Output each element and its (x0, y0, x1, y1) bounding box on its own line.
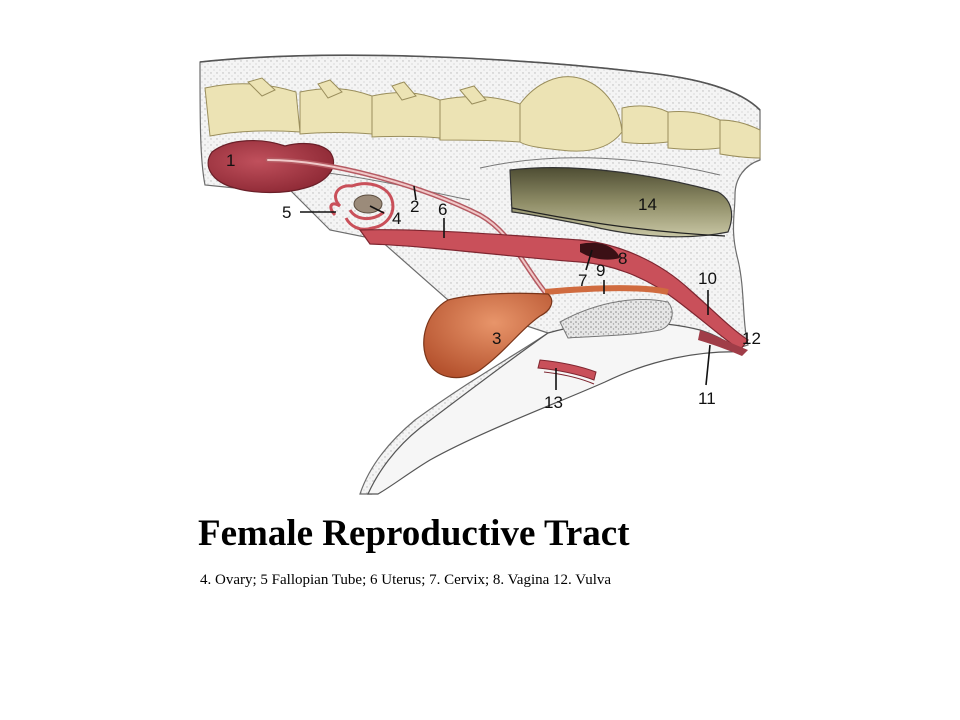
label-12: 12 (742, 329, 761, 348)
label-13: 13 (544, 393, 563, 412)
rectum (509, 167, 733, 238)
label-8: 8 (618, 249, 627, 268)
label-1: 1 (226, 151, 235, 170)
label-6: 6 (438, 200, 447, 219)
urinary-bladder (423, 292, 553, 379)
label-10: 10 (698, 269, 717, 288)
anatomy-diagram: 1 2 3 4 5 6 7 8 9 10 11 12 13 14 (199, 54, 761, 495)
label-5: 5 (282, 203, 291, 222)
label-11: 11 (698, 389, 716, 408)
slide-caption: 4. Ovary; 5 Fallopian Tube; 6 Uterus; 7.… (200, 572, 612, 588)
slide-title: Female Reproductive Tract (198, 513, 630, 554)
kidney (207, 140, 335, 194)
vessel-13 (537, 359, 597, 385)
fallopian-tube (329, 182, 395, 231)
label-3: 3 (492, 329, 501, 348)
urethra (544, 285, 669, 295)
label-group: 1 2 3 4 5 6 7 8 9 10 11 12 13 14 (226, 151, 761, 412)
vertebral-column (204, 76, 761, 159)
label-4: 4 (392, 209, 401, 228)
label-14: 14 (638, 195, 657, 214)
label-2: 2 (410, 197, 419, 216)
leader-lines (300, 185, 711, 390)
label-7: 7 (578, 271, 587, 290)
label-9: 9 (596, 261, 605, 280)
vulva (698, 330, 748, 356)
